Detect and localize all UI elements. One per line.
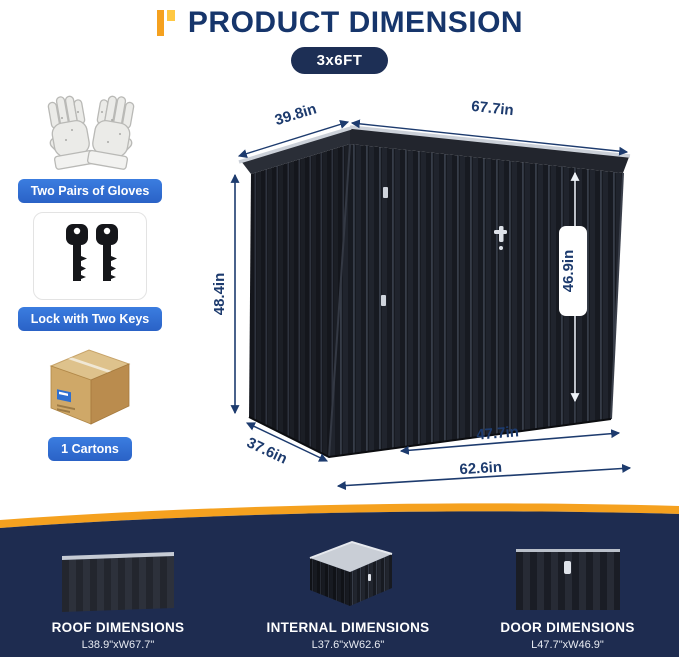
feature-label-carton: 1 Cartons: [48, 437, 132, 461]
dim-outer-height: 48.4in: [213, 273, 228, 316]
dim-base-width: 62.6in: [459, 459, 502, 479]
dim-door-width: 47.7in: [476, 423, 520, 443]
door-latch-icon: [383, 187, 388, 198]
dim-inner-height: 46.9in: [560, 250, 577, 293]
footer-value-internal: L37.6"xW62.6": [311, 639, 385, 651]
door-handle-icon: [563, 561, 571, 574]
feature-gloves: Two Pairs of Gloves: [15, 78, 165, 203]
footer-title-internal: INTERNAL DIMENSIONS: [266, 620, 430, 635]
feature-carton: 1 Cartons: [15, 340, 165, 461]
keys-card: [33, 212, 147, 300]
gloves-icon: [47, 95, 135, 170]
footer-title-door: DOOR DIMENSIONS: [500, 620, 635, 635]
door-panel-image: [515, 549, 620, 610]
door-latch-icon: [381, 295, 386, 306]
dim-roof-width: 67.7in: [470, 98, 514, 119]
header: PRODUCT DIMENSION: [0, 6, 679, 40]
internal-thumb-wrap: [243, 530, 453, 610]
carton-icon: [49, 349, 131, 425]
dim-base-depth: 37.6in: [244, 434, 290, 467]
page-title: PRODUCT DIMENSION: [187, 6, 524, 39]
shed-dimension-diagram: 48.4in 39.8in 67.7in 46.9in 47.7in 37.6i…: [213, 98, 632, 491]
roof-depth-arrow: [237, 120, 350, 158]
door-width-arrow: [399, 429, 621, 455]
size-badge: 3x6FT: [290, 47, 389, 74]
footer-value-roof: L38.9"xW67.7": [81, 639, 155, 651]
roof-panel-image: [62, 552, 174, 612]
footer-item-roof: ROOF DIMENSIONS L38.9"xW67.7": [18, 530, 218, 651]
footer-item-door: DOOR DIMENSIONS L47.7"xW46.9": [465, 530, 670, 651]
title-flag-icon: [156, 10, 175, 36]
mini-shed-image: [309, 540, 393, 606]
keys-icon: [66, 224, 118, 281]
door-thumb-wrap: [465, 530, 670, 610]
feature-keys: Lock with Two Keys: [15, 212, 165, 331]
roof-width-arrow: [350, 119, 629, 156]
carton-image: [15, 340, 165, 430]
dim-roof-depth: 39.8in: [273, 100, 319, 129]
footer-item-internal: INTERNAL DIMENSIONS L37.6"xW62.6": [243, 530, 453, 651]
base-width-arrow: [336, 463, 632, 491]
footer-title-roof: ROOF DIMENSIONS: [51, 620, 185, 635]
inner-height-label-pill: [559, 226, 587, 316]
footer-band: ROOF DIMENSIONS L38.9"xW67.7": [0, 500, 679, 657]
size-badge-row: 3x6FT: [0, 47, 679, 74]
door-handle-icon: [494, 226, 507, 250]
footer-value-door: L47.7"xW46.9": [531, 639, 604, 651]
feature-label-gloves: Two Pairs of Gloves: [17, 179, 163, 203]
feature-label-keys: Lock with Two Keys: [17, 307, 163, 331]
base-depth-arrow: [245, 422, 329, 462]
roof-thumb-wrap: [18, 530, 218, 612]
orange-swoosh: [0, 503, 679, 528]
gloves-image: [15, 78, 165, 172]
